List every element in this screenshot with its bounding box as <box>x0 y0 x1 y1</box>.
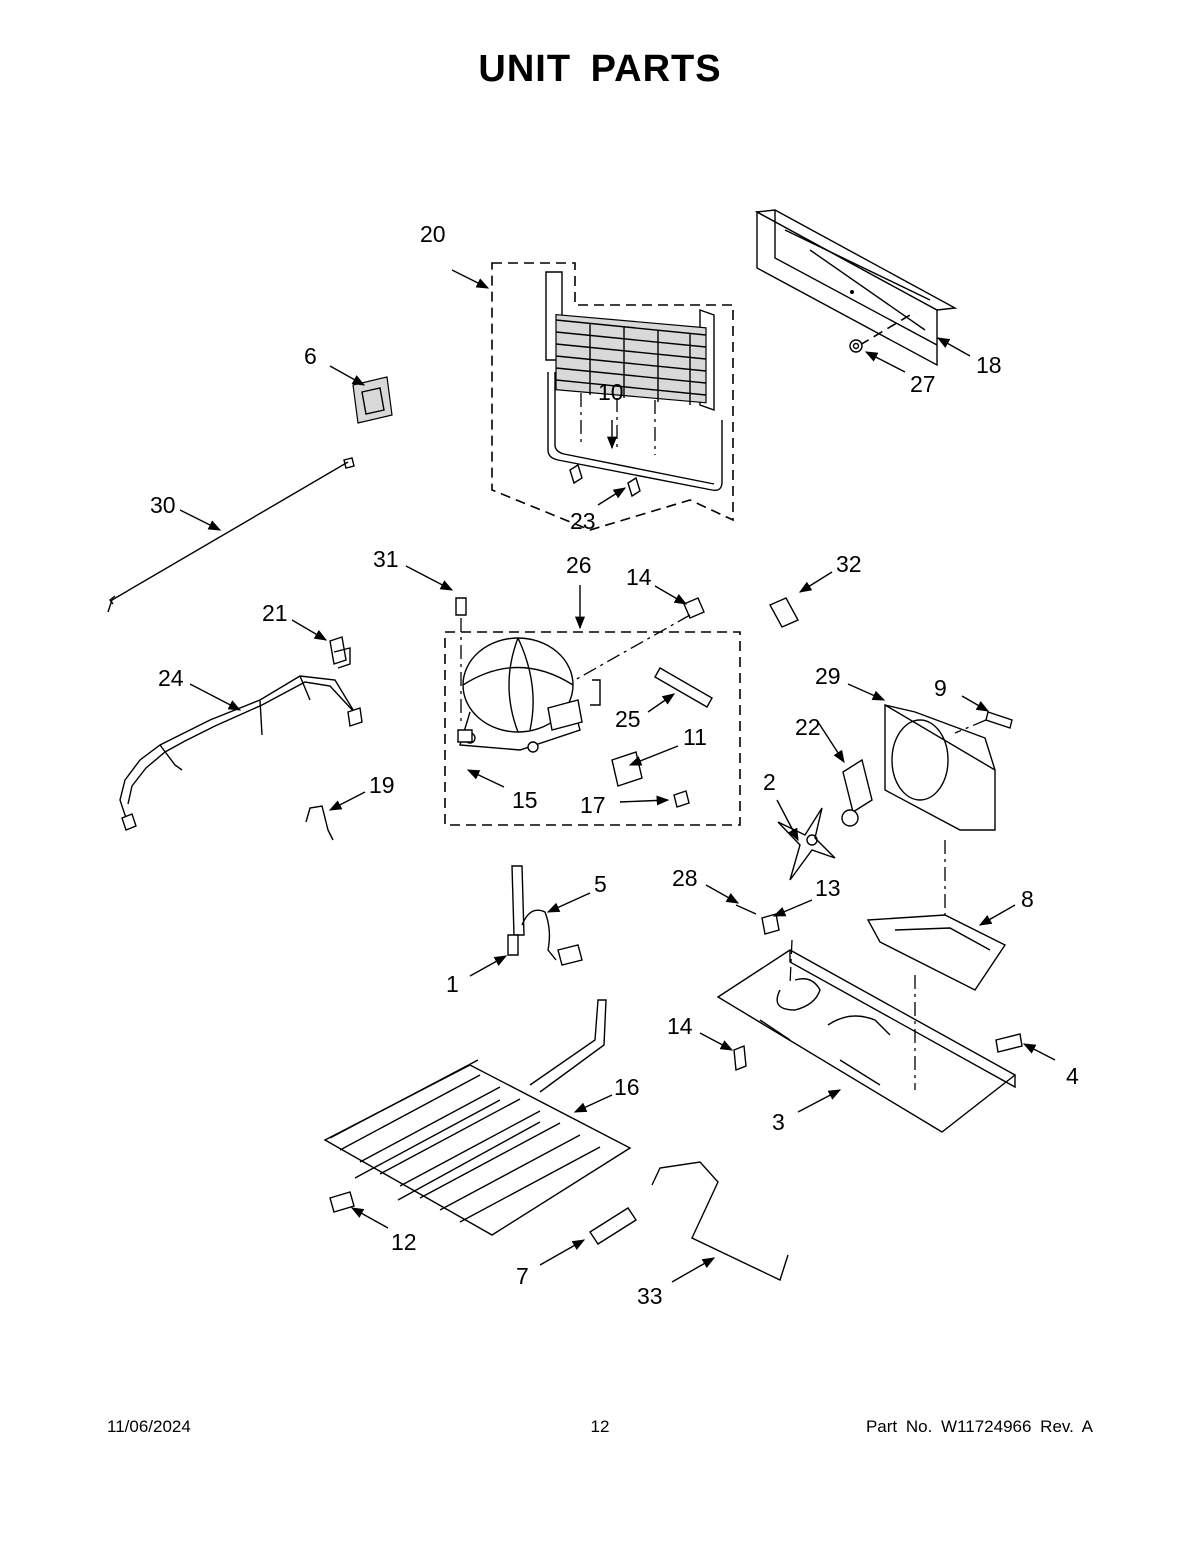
compressor-group-box <box>444 631 741 826</box>
callout-31: 31 <box>373 546 399 572</box>
screw-14-base[interactable] <box>733 1045 747 1071</box>
wire-clip[interactable] <box>329 636 351 669</box>
screw-14-top[interactable] <box>574 597 705 681</box>
clip-12[interactable] <box>329 1191 355 1213</box>
callout-14-top: 14 <box>626 564 652 590</box>
grommet-part[interactable] <box>849 339 863 353</box>
page-title: UNIT PARTS <box>478 48 722 90</box>
callout-13: 13 <box>815 875 841 901</box>
callout-11: 11 <box>683 724 707 750</box>
callout-26: 26 <box>566 552 592 578</box>
callout-15: 15 <box>512 787 538 813</box>
callout-32: 32 <box>836 551 862 577</box>
callout-4: 4 <box>1066 1063 1079 1089</box>
overload-relay-cap[interactable] <box>673 790 690 808</box>
callout-20: 20 <box>420 221 446 247</box>
fan-shroud[interactable] <box>884 703 996 915</box>
compressor-base-plate[interactable] <box>716 939 1017 1133</box>
wire-jumper[interactable] <box>305 805 334 841</box>
callout-21: 21 <box>262 600 288 626</box>
control-board[interactable] <box>352 376 393 424</box>
callout-24: 24 <box>158 665 184 691</box>
callout-28: 28 <box>672 865 698 891</box>
evaporator-coil[interactable] <box>323 999 632 1236</box>
tube-clamp[interactable] <box>769 597 799 628</box>
callout-10: 10 <box>598 379 624 405</box>
callout-12: 12 <box>391 1229 417 1255</box>
callout-5: 5 <box>594 871 607 897</box>
machine-compartment-cover[interactable] <box>754 209 958 367</box>
callout-7: 7 <box>516 1263 529 1289</box>
dryer-filter[interactable] <box>654 667 713 708</box>
fan-bracket[interactable] <box>866 914 1007 991</box>
footer-date: 11/06/2024 <box>107 1417 191 1436</box>
suction-tube[interactable] <box>651 1161 789 1281</box>
callout-23: 23 <box>570 508 596 534</box>
screw-9[interactable] <box>954 711 1013 734</box>
callout-leaders <box>179 269 1056 1283</box>
compressor[interactable] <box>459 637 601 753</box>
callout-16: 16 <box>614 1074 640 1100</box>
callout-14-base: 14 <box>667 1013 693 1039</box>
compressor-grommet[interactable] <box>457 729 473 743</box>
footer-part-number: Part No. W11724966 Rev. A <box>865 1417 1093 1436</box>
callout-22: 22 <box>795 714 821 740</box>
callout-1: 1 <box>446 971 459 997</box>
grommet-stud[interactable] <box>455 597 467 725</box>
callout-29: 29 <box>815 663 841 689</box>
grommet-13[interactable] <box>761 913 780 935</box>
callout-8: 8 <box>1021 886 1034 912</box>
callout-25: 25 <box>615 706 641 732</box>
callout-17: 17 <box>580 792 606 818</box>
power-cable[interactable] <box>107 457 355 613</box>
callout-3: 3 <box>772 1109 785 1135</box>
start-device[interactable] <box>611 751 643 787</box>
callout-18: 18 <box>976 352 1002 378</box>
callout-2: 2 <box>763 769 776 795</box>
condenser-assembly[interactable] <box>491 262 734 531</box>
callout-numbers: 20 6 10 23 18 27 30 31 26 14 32 21 24 25… <box>150 221 1079 1309</box>
callout-19: 19 <box>369 772 395 798</box>
wiring-harness[interactable] <box>119 675 363 831</box>
screw-4[interactable] <box>995 1033 1023 1053</box>
screw-1[interactable] <box>507 934 519 956</box>
callout-6: 6 <box>304 343 317 369</box>
accumulator[interactable] <box>589 1207 637 1245</box>
callout-27: 27 <box>910 371 936 397</box>
callout-30: 30 <box>150 492 176 518</box>
pin-28[interactable] <box>735 904 757 915</box>
callout-9: 9 <box>934 675 947 701</box>
callout-33: 33 <box>637 1283 663 1309</box>
footer-page-number: 12 <box>590 1417 610 1436</box>
drain-tube[interactable] <box>511 865 583 966</box>
fan-blade[interactable] <box>777 807 836 881</box>
condenser-fan-motor[interactable] <box>841 758 873 827</box>
